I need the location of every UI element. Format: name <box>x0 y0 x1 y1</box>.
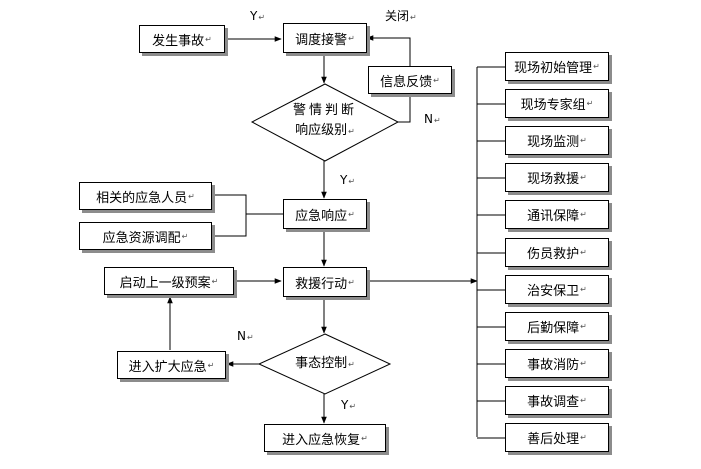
control-text: 事态控制↵ <box>275 354 375 375</box>
edge-judge-feedback <box>398 93 411 123</box>
paragraph-mark: ↵ <box>580 210 587 219</box>
personnel-label: 相关的应急人员 <box>96 190 188 206</box>
task-box: 事故消防↵ <box>505 349 609 378</box>
paragraph-mark: ↵ <box>586 99 594 108</box>
paragraph-mark: ↵ <box>348 177 356 186</box>
paragraph-mark: ↵ <box>580 136 587 145</box>
rescue-action-label: 救援行动 <box>295 276 348 292</box>
resources-label: 应急资源调配 <box>102 230 181 246</box>
task-label: 伤员救护 <box>527 247 580 262</box>
paragraph-mark: ↵ <box>348 277 355 287</box>
paragraph-mark: ↵ <box>181 231 189 241</box>
paragraph-mark: ↵ <box>593 62 600 71</box>
personnel-box: 相关的应急人员↵ <box>79 182 212 210</box>
task-label: 通讯保障 <box>527 209 580 224</box>
rescue-action-box: 救援行动↵ <box>283 267 367 297</box>
task-label: 善后处理 <box>527 432 580 447</box>
paragraph-mark: ↵ <box>580 359 587 368</box>
paragraph-mark: ↵ <box>349 402 357 411</box>
edge-label-text: Y <box>341 398 349 412</box>
response-box: 应急响应↵ <box>283 199 367 229</box>
paragraph-mark: ↵ <box>211 276 219 286</box>
paragraph-mark: ↵ <box>348 360 355 369</box>
dispatch-box: 调度接警↵ <box>283 23 367 53</box>
task-box: 伤员救护↵ <box>505 238 609 267</box>
task-box: 现场监测↵ <box>505 126 609 155</box>
edge-label-n-control: N↵ <box>237 329 254 345</box>
judge-line1: 警情判断 <box>292 103 357 118</box>
task-box: 事故调查↵ <box>505 386 609 415</box>
dispatch-label: 调度接警 <box>295 32 348 48</box>
paragraph-mark: ↵ <box>580 285 587 294</box>
occur-label: 发生事故 <box>152 33 205 49</box>
upgrade-box: 启动上一级预案↵ <box>104 267 234 295</box>
paragraph-mark: ↵ <box>433 75 440 85</box>
task-box: 现场初始管理↵ <box>505 52 609 81</box>
edge-label-text: 关闭 <box>385 9 410 23</box>
expand-box: 进入扩大应急↵ <box>117 351 226 379</box>
paragraph-mark: ↵ <box>348 209 355 219</box>
upgrade-label: 启动上一级预案 <box>119 275 211 291</box>
task-label: 事故消防 <box>527 358 580 373</box>
edge-label-text: N <box>237 329 246 343</box>
task-box: 现场专家组↵ <box>505 89 609 118</box>
occur-box: 发生事故↵ <box>139 25 225 53</box>
paragraph-mark: ↵ <box>246 333 254 342</box>
paragraph-mark: ↵ <box>188 191 195 201</box>
edge-label-n-judge: N↵ <box>424 112 441 128</box>
task-label: 现场监测 <box>527 135 580 150</box>
paragraph-mark: ↵ <box>258 13 266 22</box>
paragraph-mark: ↵ <box>580 248 587 257</box>
edge-label-y-control: Y↵ <box>341 398 356 414</box>
task-label: 现场救援 <box>527 172 580 187</box>
task-box: 现场救援↵ <box>505 163 609 192</box>
task-label: 事故调查 <box>527 395 580 410</box>
resources-box: 应急资源调配↵ <box>79 222 212 250</box>
expand-label: 进入扩大应急 <box>128 359 207 375</box>
task-box: 通讯保障↵ <box>505 200 609 229</box>
paragraph-mark: ↵ <box>580 433 587 442</box>
task-box: 后勤保障↵ <box>505 312 609 341</box>
edge-label-text: Y <box>250 9 258 23</box>
judge-text: 警情判断 响应级别↵ <box>270 101 380 142</box>
paragraph-mark: ↵ <box>410 13 417 22</box>
paragraph-mark: ↵ <box>580 173 587 182</box>
response-label: 应急响应 <box>295 208 348 224</box>
paragraph-mark: ↵ <box>348 33 355 43</box>
task-box: 善后处理↵ <box>505 423 609 452</box>
edge-label-y-top: Y↵ <box>250 9 265 25</box>
judge-line2: 响应级别 <box>295 123 348 138</box>
task-box: 治安保卫↵ <box>505 275 609 304</box>
recover-label: 进入应急恢复 <box>282 432 361 448</box>
task-label: 后勤保障 <box>527 321 580 336</box>
feedback-label: 信息反馈 <box>380 74 433 90</box>
edge-personnel-bracket <box>212 194 247 237</box>
recover-box: 进入应急恢复↵ <box>264 424 386 452</box>
feedback-box: 信息反馈↵ <box>368 66 452 94</box>
paragraph-mark: ↵ <box>580 322 587 331</box>
task-label: 现场专家组 <box>520 98 586 113</box>
edge-label-y-judge: Y↵ <box>340 173 355 189</box>
paragraph-mark: ↵ <box>207 360 215 370</box>
paragraph-mark: ↵ <box>205 34 212 44</box>
task-label: 治安保卫 <box>527 284 580 299</box>
edge-label-text: N <box>424 112 433 126</box>
control-diamond <box>257 333 392 395</box>
judge-diamond <box>250 83 400 162</box>
paragraph-mark: ↵ <box>580 396 587 405</box>
edge-label-text: Y <box>340 173 348 187</box>
paragraph-mark: ↵ <box>361 433 368 443</box>
paragraph-mark: ↵ <box>433 116 441 125</box>
control-label: 事态控制 <box>295 356 348 371</box>
edge-feedback-dispatch <box>366 35 411 66</box>
paragraph-mark: ↵ <box>348 127 355 136</box>
edge-label-close: 关闭↵ <box>385 9 417 25</box>
task-label: 现场初始管理 <box>514 61 593 76</box>
